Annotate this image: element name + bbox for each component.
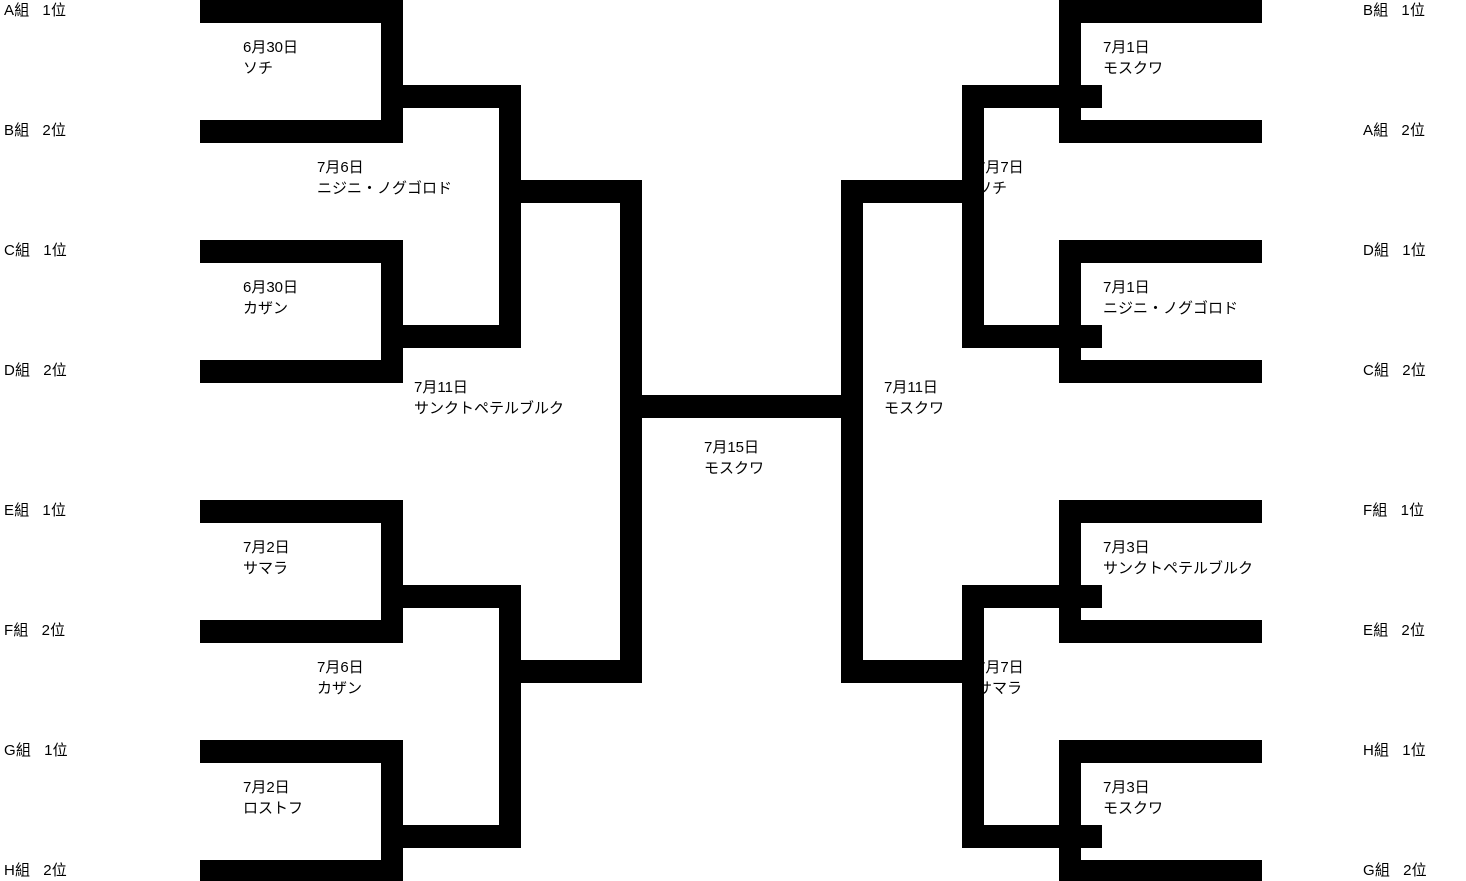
slot-rank: 2位: [1401, 122, 1426, 139]
match-venue: ニジニ・ノグゴロド: [1103, 299, 1239, 317]
match-label-left-r16-4: 7月2日 ロストフ: [243, 778, 303, 819]
match-date: 7月11日: [884, 379, 938, 396]
slot-rank: 2位: [1402, 362, 1426, 379]
match-label-final: 7月15日 モスクワ: [704, 438, 764, 479]
slot-rank: 1位: [1402, 742, 1426, 759]
slot-group: F組: [1363, 502, 1388, 519]
slot-label-left-2: B組 2位: [4, 122, 66, 139]
slot-group: D組: [4, 362, 31, 379]
slot-group: H組: [1363, 742, 1390, 759]
match-venue: ソチ: [977, 179, 1008, 197]
slot-label-right-2: A組 2位: [1363, 122, 1425, 139]
slot-group: H組: [4, 862, 31, 879]
slot-label-right-7: H組 1位: [1363, 742, 1426, 759]
match-label-right-semifinal: 7月11日 モスクワ: [884, 378, 944, 419]
match-date: 6月30日: [243, 39, 299, 56]
slot-group: B組: [4, 122, 30, 139]
match-venue: ロストフ: [243, 799, 304, 817]
match-venue: ニジニ・ノグゴロド: [317, 179, 453, 197]
slot-group: A組: [1363, 122, 1389, 139]
match-date: 7月3日: [1103, 779, 1150, 796]
slot-group: A組: [4, 2, 30, 19]
match-date: 7月7日: [977, 159, 1024, 176]
slot-group: F組: [4, 622, 29, 639]
match-label-left-qf-2: 7月6日 カザン: [317, 658, 364, 699]
slot-rank: 1位: [1402, 242, 1426, 259]
slot-label-right-1: B組 1位: [1363, 2, 1425, 19]
match-label-left-r16-2: 6月30日 カザン: [243, 278, 298, 319]
slot-rank: 2位: [1401, 622, 1426, 639]
match-venue: サンクトペテルブルク: [1103, 559, 1254, 577]
slot-rank: 1位: [1400, 502, 1425, 519]
slot-rank: 1位: [1401, 2, 1426, 19]
match-date: 7月2日: [243, 779, 290, 796]
slot-group: E組: [1363, 622, 1389, 639]
match-date: 6月30日: [243, 279, 299, 296]
slot-group: D組: [1363, 242, 1390, 259]
slot-rank: 2位: [43, 362, 67, 379]
slot-rank: 2位: [41, 622, 66, 639]
match-label-left-qf-1: 7月6日 ニジニ・ノグゴロド: [317, 158, 452, 199]
slot-label-left-4: D組 2位: [4, 362, 67, 379]
match-label-right-qf-1: 7月7日 ソチ: [977, 158, 1024, 199]
slot-rank: 1位: [42, 502, 67, 519]
match-date: 7月3日: [1103, 539, 1150, 556]
slot-rank: 1位: [42, 2, 67, 19]
match-date: 7月7日: [977, 659, 1024, 676]
match-label-left-semifinal: 7月11日 サンクトペテルブルク: [414, 378, 564, 419]
slot-rank: 1位: [43, 242, 67, 259]
slot-rank: 2位: [1403, 862, 1427, 879]
match-venue: モスクワ: [704, 459, 765, 477]
slot-label-left-8: H組 2位: [4, 862, 67, 879]
match-date: 7月2日: [243, 539, 290, 556]
match-venue: モスクワ: [1103, 799, 1164, 817]
match-date: 7月6日: [317, 659, 364, 676]
match-venue: ソチ: [243, 59, 274, 77]
match-date: 7月1日: [1103, 39, 1150, 56]
match-venue: サンクトペテルブルク: [414, 399, 565, 417]
match-venue: サマラ: [977, 679, 1023, 697]
match-label-right-qf-2: 7月7日 サマラ: [977, 658, 1024, 699]
match-label-right-r16-4: 7月3日 モスクワ: [1103, 778, 1163, 819]
slot-group: C組: [4, 242, 31, 259]
match-venue: サマラ: [243, 559, 289, 577]
match-date: 7月11日: [414, 379, 468, 396]
match-label-right-r16-1: 7月1日 モスクワ: [1103, 38, 1163, 79]
slot-label-left-5: E組 1位: [4, 502, 66, 519]
match-label-left-r16-3: 7月2日 サマラ: [243, 538, 290, 579]
slot-rank: 1位: [44, 742, 68, 759]
match-label-right-r16-2: 7月1日 ニジニ・ノグゴロド: [1103, 278, 1238, 319]
slot-group: G組: [1363, 862, 1391, 879]
slot-label-left-6: F組 2位: [4, 622, 65, 639]
slot-group: G組: [4, 742, 32, 759]
slot-label-right-3: D組 1位: [1363, 242, 1426, 259]
slot-label-left-1: A組 1位: [4, 2, 66, 19]
slot-label-right-5: F組 1位: [1363, 502, 1424, 519]
match-venue: カザン: [243, 299, 289, 317]
match-venue: モスクワ: [884, 399, 945, 417]
slot-label-left-3: C組 1位: [4, 242, 67, 259]
slot-group: E組: [4, 502, 30, 519]
match-label-right-r16-3: 7月3日 サンクトペテルブルク: [1103, 538, 1253, 579]
match-date: 7月15日: [704, 439, 760, 456]
match-date: 7月6日: [317, 159, 364, 176]
slot-group: C組: [1363, 362, 1390, 379]
slot-label-right-6: E組 2位: [1363, 622, 1425, 639]
match-date: 7月1日: [1103, 279, 1150, 296]
slot-label-right-8: G組 2位: [1363, 862, 1427, 879]
slot-group: B組: [1363, 2, 1389, 19]
match-label-left-r16-1: 6月30日 ソチ: [243, 38, 298, 79]
slot-label-left-7: G組 1位: [4, 742, 68, 759]
match-venue: カザン: [317, 679, 363, 697]
match-venue: モスクワ: [1103, 59, 1164, 77]
slot-label-right-4: C組 2位: [1363, 362, 1426, 379]
slot-rank: 2位: [43, 862, 67, 879]
slot-rank: 2位: [42, 122, 67, 139]
